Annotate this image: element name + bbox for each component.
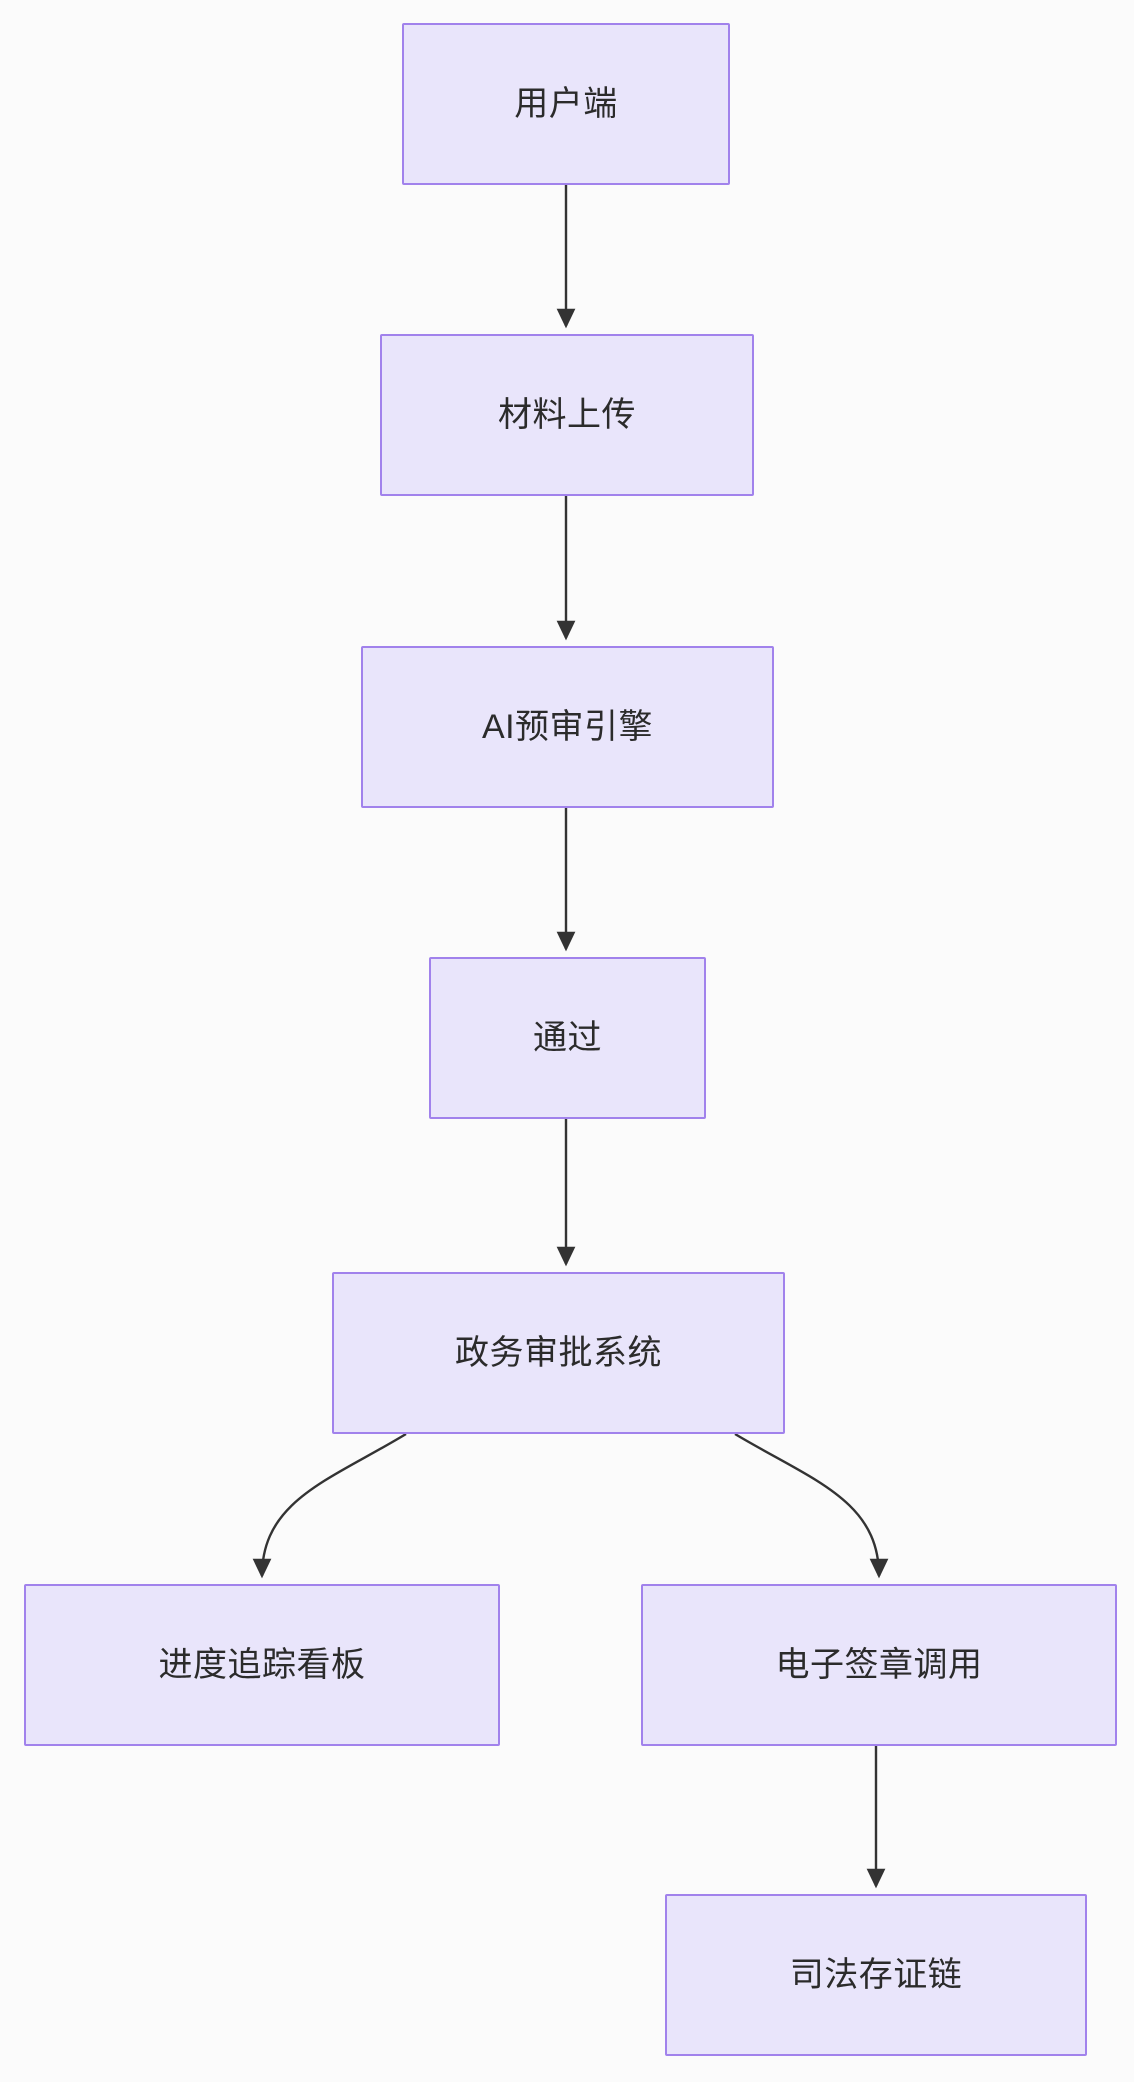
- node-e-seal-invocation[interactable]: 电子签章调用: [641, 1584, 1117, 1746]
- node-label-judicial-evidence-chain: 司法存证链: [789, 1955, 963, 1994]
- node-user-client[interactable]: 用户端: [402, 23, 730, 185]
- node-label-gov-approval-system: 政务审批系统: [455, 1333, 662, 1372]
- node-label-passed: 通过: [533, 1018, 602, 1057]
- node-label-ai-prereview-engine: AI预审引擎: [481, 707, 654, 746]
- node-label-material-upload: 材料上传: [498, 395, 636, 434]
- node-label-progress-tracking-board: 进度追踪看板: [158, 1645, 366, 1684]
- node-passed[interactable]: 通过: [429, 957, 706, 1119]
- node-label-user-client: 用户端: [514, 84, 618, 123]
- edge-gov-to-progress: [252, 1432, 407, 1579]
- edge-gov-to-eseal: [734, 1432, 889, 1579]
- node-judicial-evidence-chain[interactable]: 司法存证链: [665, 1894, 1087, 2056]
- node-material-upload[interactable]: 材料上传: [380, 334, 754, 496]
- node-progress-tracking-board[interactable]: 进度追踪看板: [24, 1584, 500, 1746]
- node-label-e-seal-invocation: 电子签章调用: [775, 1645, 983, 1684]
- node-gov-approval-system[interactable]: 政务审批系统: [332, 1272, 785, 1434]
- node-ai-prereview-engine[interactable]: AI预审引擎: [361, 646, 774, 808]
